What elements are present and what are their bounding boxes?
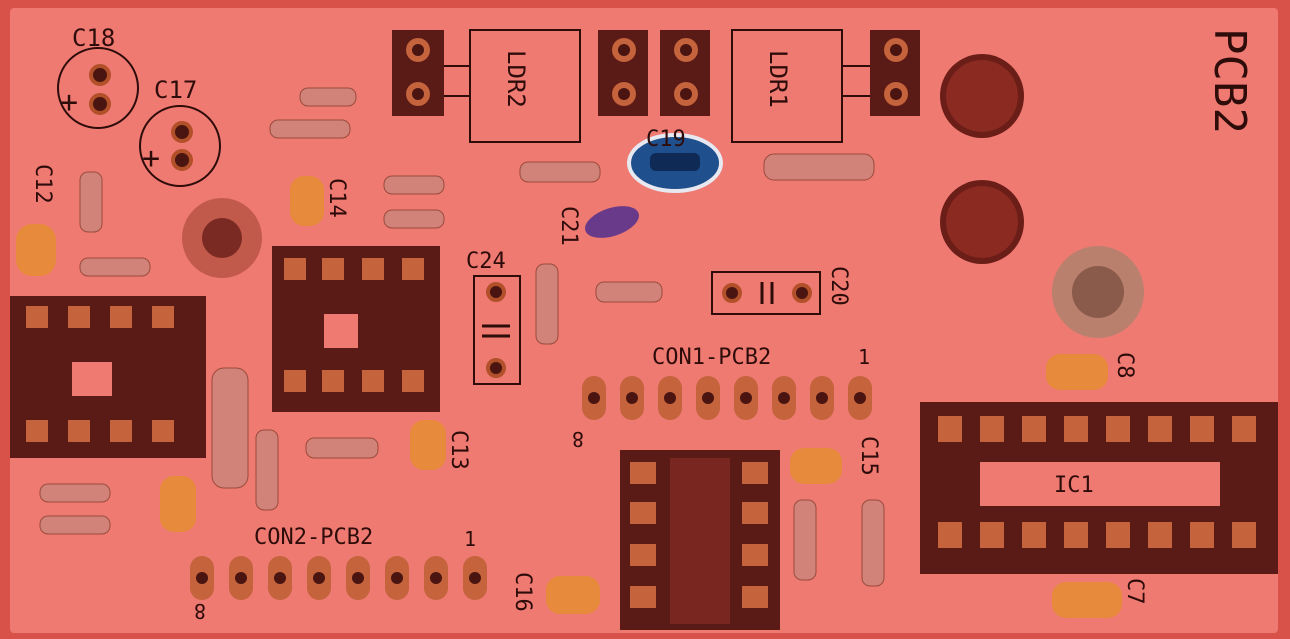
- label-con1: CON1-PCB2: [652, 345, 771, 370]
- label-c8: C8: [1112, 352, 1137, 379]
- con1-pad-hole: [702, 392, 714, 404]
- label-ic1: IC1: [1054, 473, 1094, 498]
- con1-pad-hole: [816, 392, 828, 404]
- con2-pad-hole: [274, 572, 286, 584]
- ic1-pin: [1106, 522, 1130, 548]
- label-c24: C24: [466, 249, 506, 274]
- con1-pad-hole: [588, 392, 600, 404]
- ic1-pin: [1022, 416, 1046, 442]
- ic1-pin: [1148, 522, 1172, 548]
- c18-plus: +: [60, 85, 78, 120]
- label-c17: C17: [154, 76, 197, 104]
- con1-pin8-label: 8: [572, 427, 584, 451]
- ic1-pin: [1106, 416, 1130, 442]
- label-c12: C12: [30, 164, 55, 204]
- label-ldr1: LDR1: [764, 50, 792, 108]
- ceramic-capacitors: [16, 176, 1122, 618]
- c17-footprint: +: [139, 105, 221, 187]
- ldr2-footprint: [392, 29, 648, 143]
- label-c18: C18: [72, 24, 115, 52]
- con2-pad-hole: [196, 572, 208, 584]
- con1-pad-hole: [778, 392, 790, 404]
- ic-socket-middle: [272, 246, 440, 412]
- ic-socket-left: [10, 296, 206, 458]
- label-c13: C13: [446, 430, 471, 470]
- label-ldr2: LDR2: [502, 50, 530, 108]
- con1-header: [582, 376, 872, 420]
- c18-footprint: +: [57, 47, 139, 129]
- board-title: PCB2: [1204, 28, 1255, 134]
- ic1-pin: [1190, 416, 1214, 442]
- ic1-pin: [1064, 416, 1088, 442]
- resistors: [39, 87, 885, 587]
- label-c21: C21: [556, 206, 581, 246]
- ic1-pin: [1022, 522, 1046, 548]
- ic1-pin: [1190, 522, 1214, 548]
- c19-capacitor-body: [650, 153, 700, 171]
- con1-pad-hole: [854, 392, 866, 404]
- ic-socket-bottom: [620, 450, 780, 630]
- label-con2: CON2-PCB2: [254, 525, 373, 550]
- con2-pin1-label: 1: [464, 527, 476, 551]
- ic1-pin: [1232, 416, 1256, 442]
- label-c7: C7: [1122, 578, 1147, 605]
- con2-header: [190, 556, 487, 600]
- label-c20: C20: [826, 266, 851, 306]
- con2-pad-hole: [469, 572, 481, 584]
- ldr1-footprint: [660, 29, 920, 143]
- c20-footprint: [711, 271, 821, 315]
- con2-pad-hole: [235, 572, 247, 584]
- ic1-pin: [1148, 416, 1172, 442]
- label-c19: C19: [646, 127, 686, 152]
- con2-pad-hole: [313, 572, 325, 584]
- con1-pad-hole: [664, 392, 676, 404]
- label-c16: C16: [510, 572, 535, 612]
- con1-pad-hole: [740, 392, 752, 404]
- ic1-pin: [938, 522, 962, 548]
- con2-pad-hole: [430, 572, 442, 584]
- con2-pad-hole: [352, 572, 364, 584]
- ic1-pin: [938, 416, 962, 442]
- ic1-pin: [1232, 522, 1256, 548]
- ic1-socket: [920, 402, 1278, 574]
- con2-pin8-label: 8: [194, 599, 206, 623]
- con1-pad-hole: [626, 392, 638, 404]
- c21-capacitor: [585, 206, 639, 238]
- label-c15: C15: [856, 436, 881, 476]
- c24-footprint: [473, 275, 521, 385]
- ic1-pin: [980, 416, 1004, 442]
- ic1-pin: [980, 522, 1004, 548]
- con2-pad-hole: [391, 572, 403, 584]
- c17-plus: +: [142, 141, 160, 176]
- label-c14: C14: [324, 178, 349, 218]
- ic1-pin: [1064, 522, 1088, 548]
- mounting-holes: [182, 54, 1144, 338]
- con1-pin1-label: 1: [858, 345, 870, 369]
